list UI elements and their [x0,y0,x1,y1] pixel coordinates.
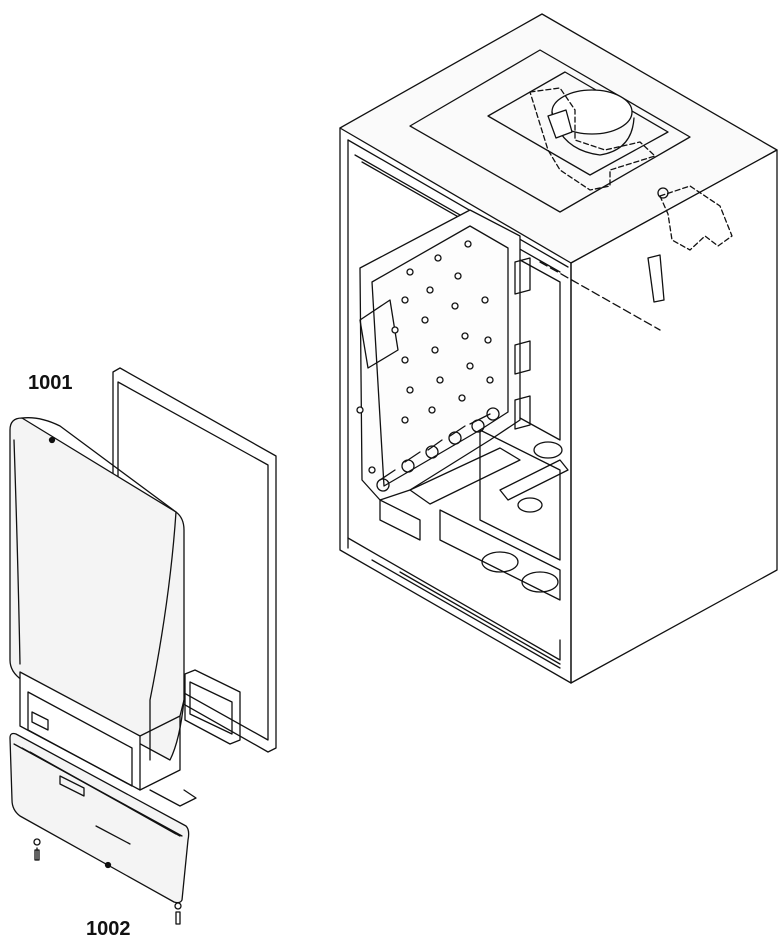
callout-1001: 1001 [28,372,73,394]
lower-panel-body [10,734,189,903]
flue-bracket [530,88,655,190]
boiler-casing [340,14,777,683]
casing-left-edge [340,128,571,683]
retaining-clip [648,255,664,302]
callout-1002: 1002 [86,918,131,940]
leader-dot-1001 [50,438,55,443]
internal-chassis [360,210,568,600]
leader-dot-1002 [106,863,111,868]
screw-left [34,839,40,860]
side-bracket [660,186,732,250]
front-panel [10,418,196,806]
lower-panel [10,734,189,925]
screw-right [175,903,181,924]
fixing-bolts [357,241,493,473]
casing-top-recess [488,72,668,175]
casing-top-inner [410,50,690,212]
lower-seal [185,670,240,744]
